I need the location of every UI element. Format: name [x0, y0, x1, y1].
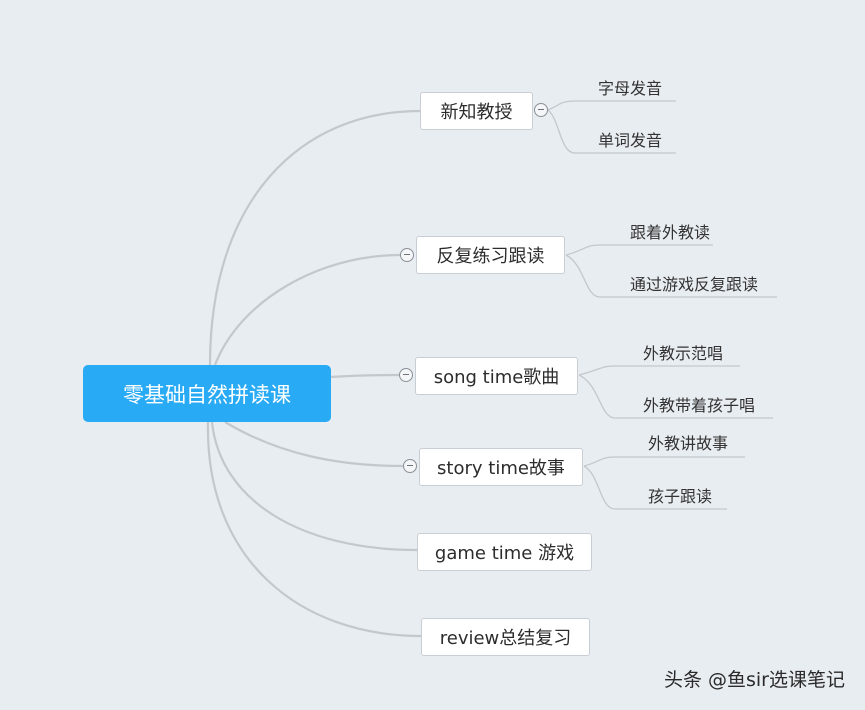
leaf-connector [565, 254, 777, 298]
collapse-icon[interactable] [403, 459, 417, 473]
root-node[interactable]: 零基础自然拼读课 [83, 365, 331, 422]
branch-connector [329, 373, 400, 379]
branch-connector [208, 109, 421, 366]
leaf-game-repeat[interactable]: 通过游戏反复跟读 [630, 275, 759, 294]
collapse-icon[interactable] [400, 248, 414, 262]
leaf-connector [583, 465, 727, 510]
leaf-teacher-tells-story[interactable]: 外教讲故事 [648, 434, 729, 453]
branch-node-game-time[interactable]: game time 游戏 [417, 533, 592, 571]
leaf-connector [547, 100, 676, 111]
leaf-follow-teacher[interactable]: 跟着外教读 [630, 223, 711, 242]
leaf-kids-read-along[interactable]: 孩子跟读 [648, 487, 713, 506]
leaf-connector [578, 374, 773, 419]
collapse-icon[interactable] [399, 368, 413, 382]
leaf-connector [547, 109, 676, 154]
watermark: 头条 @鱼sir选课笔记 [663, 669, 845, 691]
branch-connector [210, 421, 418, 552]
branch-node-song-time[interactable]: song time歌曲 [415, 357, 578, 395]
leaf-connector [578, 365, 740, 376]
branch-node-story-time[interactable]: story time故事 [419, 448, 583, 486]
branch-connector [224, 421, 404, 468]
leaf-word-pronunciation[interactable]: 单词发音 [598, 131, 663, 150]
branch-node-repeat-practice[interactable]: 反复练习跟读 [416, 236, 565, 274]
branch-connector [213, 253, 401, 366]
branch-connector [206, 421, 422, 638]
collapse-icon[interactable] [534, 103, 548, 117]
leaf-connector [565, 244, 713, 256]
leaf-teacher-sing-with-kids[interactable]: 外教带着孩子唱 [643, 396, 756, 415]
leaf-letter-pronunciation[interactable]: 字母发音 [598, 79, 663, 98]
leaf-connector [583, 456, 745, 467]
leaf-teacher-demo-sing[interactable]: 外教示范唱 [643, 344, 724, 363]
branch-node-review[interactable]: review总结复习 [421, 618, 590, 656]
branch-node-new-knowledge[interactable]: 新知教授 [420, 92, 533, 130]
